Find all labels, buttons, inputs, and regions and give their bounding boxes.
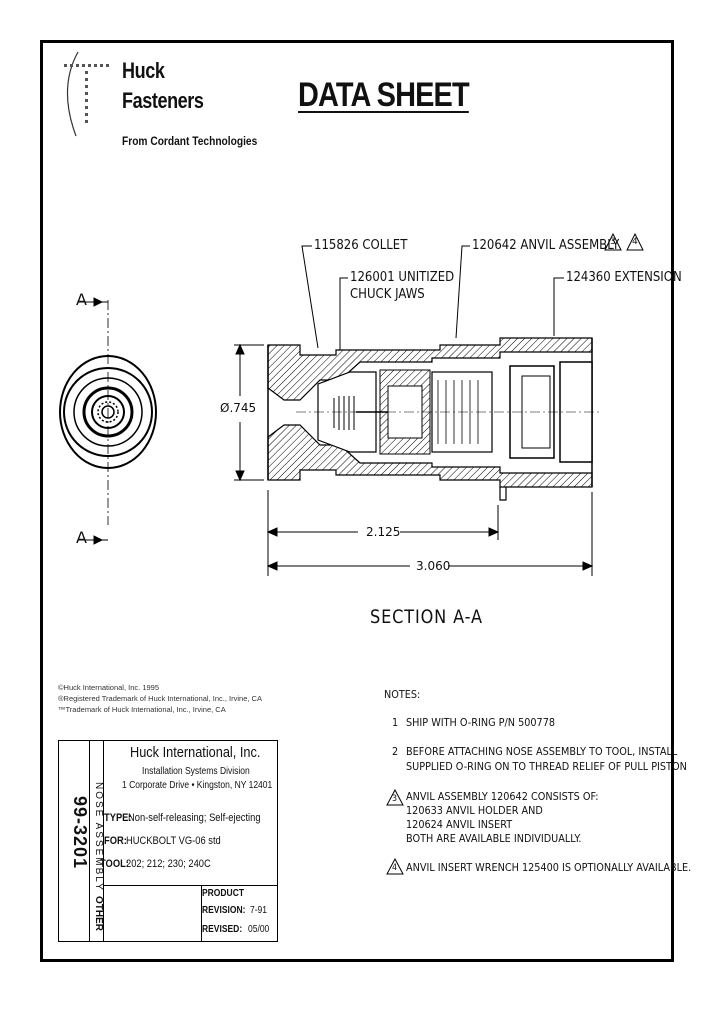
- for-value: HUCKBOLT VG-06 std: [126, 835, 221, 847]
- note-2-line2: SUPPLIED O-RING ON TO THREAD RELIEF OF P…: [406, 760, 687, 773]
- legal-registered: ®Registered Trademark of Huck Internatio…: [58, 694, 262, 703]
- product-label: PRODUCT: [202, 888, 245, 899]
- note-4-number: 4: [392, 863, 398, 873]
- note-3-line1: ANVIL ASSEMBLY 120642 CONSISTS OF:: [406, 790, 599, 803]
- tool-value: 202; 212; 230; 240C: [126, 858, 211, 870]
- division-name: Installation Systems Division: [142, 766, 250, 777]
- dim-3060: 3.060: [416, 559, 451, 573]
- logo-tagline: From Cordant Technologies: [122, 134, 258, 148]
- for-label: FOR:: [104, 835, 127, 847]
- section-mark-top: A: [76, 290, 87, 309]
- anvil-flag-3-label: 3: [610, 237, 616, 247]
- company-address: 1 Corporate Drive • Kingston, NY 12401: [122, 780, 273, 791]
- note-1-number: 1: [392, 716, 399, 729]
- note-3-number: 3: [392, 794, 398, 804]
- note-4-flag-icon: [386, 858, 404, 875]
- revision-value: 7-91: [250, 905, 268, 916]
- huck-logo-icon: [64, 51, 109, 137]
- end-view: [58, 297, 158, 545]
- note-3-flag-icon: [386, 789, 404, 806]
- category-label: NOSE ASSEMBLY: [93, 782, 104, 892]
- notes-heading: NOTES:: [384, 688, 421, 701]
- dim-diameter: Ø.745: [220, 401, 257, 415]
- section-drawing: [58, 245, 600, 576]
- note-4-line1: ANVIL INSERT WRENCH 125400 IS OPTIONALLY…: [406, 861, 692, 874]
- note-3-line3: 120624 ANVIL INSERT: [406, 818, 513, 831]
- other-label: OTHER: [93, 896, 104, 931]
- callout-anvil: 120642 ANVIL ASSEMBLY: [472, 238, 620, 253]
- dimension-lines: [234, 343, 594, 576]
- section-body: [267, 337, 600, 501]
- company-name: Huck International, Inc.: [130, 744, 261, 761]
- section-label: SECTION A-A: [370, 606, 483, 628]
- revised-label: REVISED:: [202, 924, 243, 935]
- type-value: Non-self-releasing; Self-ejecting: [128, 812, 261, 824]
- callout-collet: 115826 COLLET: [314, 238, 408, 253]
- note-2-number: 2: [392, 745, 399, 758]
- note-2-line1: BEFORE ATTACHING NOSE ASSEMBLY TO TOOL, …: [406, 745, 678, 758]
- part-number: 99-3201: [70, 796, 90, 870]
- note-3-line4: BOTH ARE AVAILABLE INDIVIDUALLY.: [406, 832, 582, 845]
- note-flag-4-icon: [626, 233, 644, 251]
- callout-jaws-line2: CHUCK JAWS: [350, 287, 425, 302]
- legal-copyright: ©Huck International, Inc. 1995: [58, 683, 160, 692]
- type-label: TYPE:: [104, 812, 132, 824]
- dim-2125: 2.125: [366, 525, 401, 539]
- callout-jaws-line1: 126001 UNITIZED: [350, 270, 455, 285]
- legal-trademark: ™Trademark of Huck International, Inc., …: [58, 705, 226, 714]
- anvil-flag-4-label: 4: [632, 237, 638, 247]
- callout-extension: 124360 EXTENSION: [566, 270, 682, 285]
- section-mark-bottom: A: [76, 528, 87, 547]
- logo-line1: Huck: [122, 58, 165, 83]
- page-title: DATA SHEET: [298, 76, 470, 114]
- title-block: [58, 740, 278, 942]
- revision-label: REVISION:: [202, 905, 246, 916]
- page-frame: [40, 40, 674, 962]
- logo-line2: Fasteners: [122, 88, 204, 113]
- revised-value: 05/00: [248, 924, 270, 935]
- note-flag-3-icon: [604, 233, 622, 251]
- note-3-line2: 120633 ANVIL HOLDER AND: [406, 804, 543, 817]
- tool-label: TOOL:: [100, 858, 129, 870]
- note-1-line1: SHIP WITH O-RING P/N 500778: [406, 716, 556, 729]
